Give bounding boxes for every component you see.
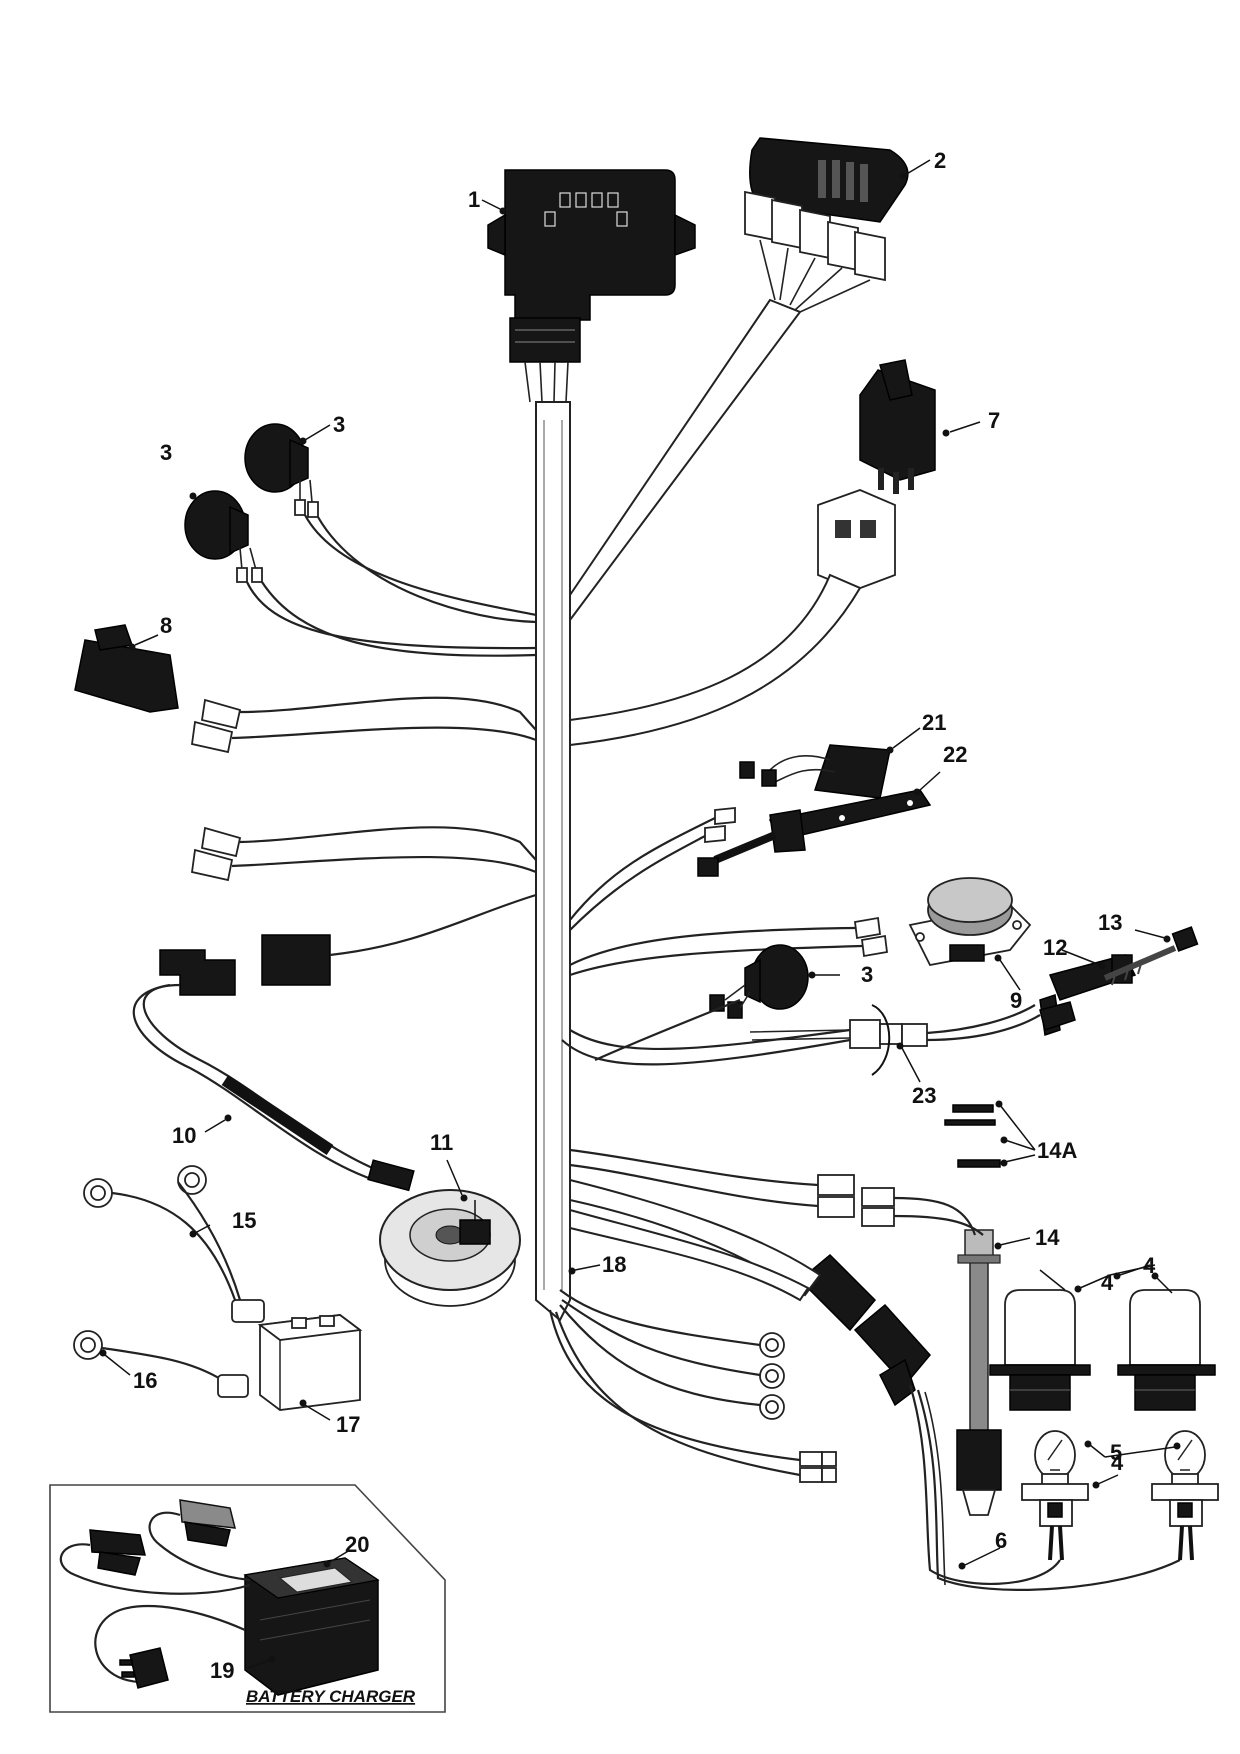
part-14A-clips	[944, 1104, 1001, 1168]
left-connector-wire-2	[231, 855, 537, 874]
callout-leaders	[99, 159, 1181, 1669]
inset-caption: BATTERY CHARGER	[246, 1687, 416, 1706]
callout-12: 12	[1043, 935, 1067, 960]
part-9-buzzer	[908, 877, 1032, 967]
lighting-branch	[569, 1178, 822, 1297]
callout-3b: 3	[160, 440, 172, 465]
part-19-mains-plug	[119, 1647, 169, 1689]
part-16-battery-lead	[73, 1330, 249, 1398]
callout-9: 9	[1010, 988, 1022, 1013]
callout-labels: 1 2 3 3 3 4 4 4 5 6 7 8 9 10 11 12 13 14…	[133, 148, 1156, 1683]
relay-branch	[569, 573, 862, 747]
part-23-main-wire-2	[569, 1028, 851, 1051]
callout-22: 22	[943, 742, 967, 767]
part-18-ground-leads	[548, 1289, 837, 1483]
part-14-sender	[956, 1229, 1002, 1516]
callout-4b: 4	[1101, 1270, 1114, 1295]
part-3-switch-c	[709, 944, 809, 1019]
part-5-bulb-right	[1164, 1430, 1206, 1487]
callout-11: 11	[430, 1130, 453, 1155]
part-8-wire-2	[231, 726, 537, 742]
callout-7: 7	[988, 408, 1000, 433]
switch-b-wire-2	[261, 581, 537, 657]
part-4-lamp-housing-left	[989, 1289, 1091, 1411]
callout-17: 17	[336, 1412, 360, 1437]
part-6-wire	[908, 1384, 1061, 1586]
part-9-upper-wire-2	[569, 944, 863, 977]
part-4-bulb-holder-right	[1151, 1483, 1219, 1561]
callout-10: 10	[172, 1123, 196, 1148]
part-4-lamp-housing-right	[1117, 1289, 1216, 1411]
callout-3a: 3	[333, 412, 345, 437]
part-3-switch-a	[244, 423, 319, 518]
sender-wire	[569, 1148, 819, 1187]
sender-connector-pair	[817, 1174, 895, 1227]
callout-18: 18	[602, 1252, 626, 1277]
callout-21: 21	[922, 710, 946, 735]
part-22-sensor-bracket	[697, 789, 932, 877]
switch-a-wire-2	[317, 516, 537, 624]
left-spade-connector-pair	[190, 826, 242, 882]
callout-2: 2	[934, 148, 946, 173]
switch-b-wire	[246, 581, 537, 650]
part-23-harness-joint	[749, 1004, 1041, 1076]
part-17-battery	[257, 1314, 363, 1411]
part-9-upper-wire	[569, 926, 856, 966]
callout-3c: 3	[861, 962, 873, 987]
part-1-control-module	[487, 169, 696, 403]
left-connector-wire	[239, 826, 537, 861]
part-4-bulb-holder-left	[1021, 1483, 1089, 1561]
main-harness-trunk	[535, 401, 571, 1322]
switch-a-wire	[304, 514, 537, 617]
part-5-bulb-left	[1034, 1430, 1076, 1487]
part-12-ignition-switch	[1039, 954, 1137, 1036]
callout-5: 5	[1110, 1440, 1122, 1465]
callout-23: 23	[912, 1083, 936, 1108]
callout-6: 6	[995, 1528, 1007, 1553]
part-23-main-wire	[561, 1038, 851, 1066]
callout-16: 16	[133, 1368, 157, 1393]
upper-mid-right-connector-pair	[854, 916, 888, 958]
callout-13: 13	[1098, 910, 1122, 935]
callout-15: 15	[232, 1208, 256, 1233]
part-7-relay	[817, 359, 936, 591]
part-8-seat-switch	[74, 624, 242, 754]
charger-clamp-right	[179, 1499, 236, 1547]
part-13-ignition-key	[1103, 926, 1199, 986]
part-15-battery-lead	[83, 1165, 265, 1323]
sender-wire-2	[569, 1163, 819, 1208]
part-6-wire-2	[916, 1389, 1181, 1591]
fuse-box-branch	[569, 298, 802, 624]
callout-8: 8	[160, 613, 172, 638]
charger-clamp-left	[89, 1529, 146, 1576]
battery-charger-inset: BATTERY CHARGER	[49, 1484, 446, 1713]
part-8-wire	[239, 696, 537, 731]
lighting-connector	[798, 1253, 931, 1407]
callout-4a: 4	[1143, 1253, 1156, 1278]
part-3-switch-b	[184, 490, 263, 583]
part-2-fuse-box	[744, 137, 909, 313]
part-11-pto-clutch	[379, 1189, 521, 1307]
part-6-wire-3	[924, 1391, 946, 1586]
upper-right-connector-pair	[704, 807, 736, 843]
callout-14A: 14A	[1037, 1138, 1077, 1163]
callout-19: 19	[210, 1658, 234, 1683]
callout-20: 20	[345, 1532, 369, 1557]
part-10-pto-lead	[132, 893, 537, 1192]
callout-4c: 4	[1111, 1450, 1124, 1475]
part-22-wire-2	[569, 835, 706, 931]
callout-14: 14	[1035, 1225, 1060, 1250]
part-3c-wire	[594, 998, 741, 1062]
part-20-charger-body	[243, 1557, 380, 1696]
part-21-module	[739, 744, 891, 799]
part-22-wire	[569, 817, 716, 921]
sender-out-wire-2	[893, 1214, 984, 1236]
lighting-branch-2	[569, 1208, 810, 1302]
callout-1: 1	[468, 187, 480, 212]
